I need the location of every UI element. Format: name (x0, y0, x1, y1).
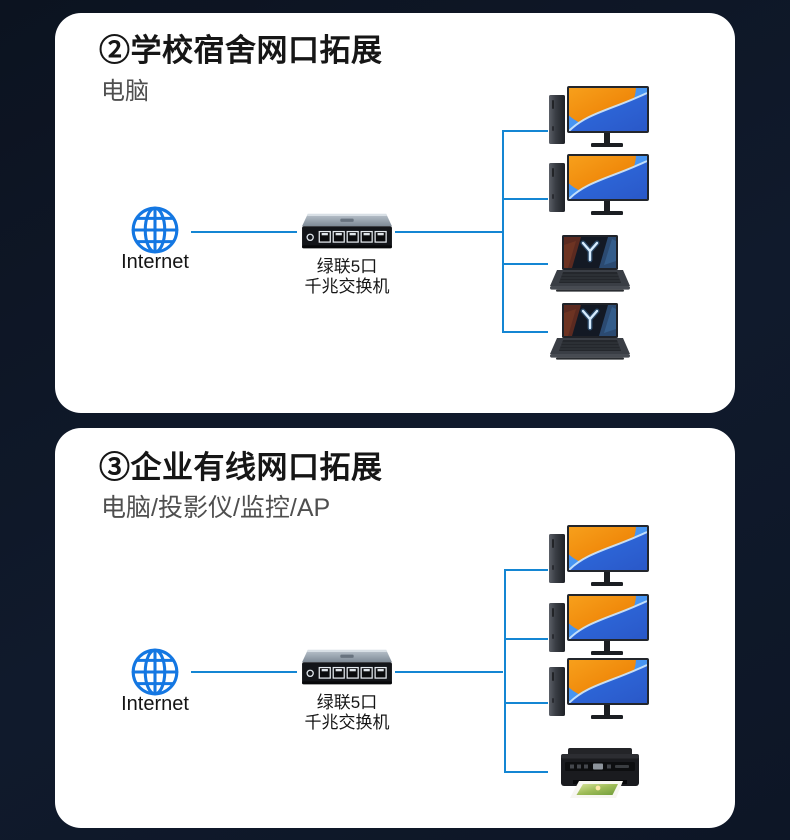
connector-branch-line (506, 638, 548, 640)
connector-branch-line (504, 198, 548, 200)
section-title: ②学校宿舍网口拓展 (99, 33, 383, 68)
internet-globe-icon (129, 646, 181, 698)
internet-globe-icon (129, 204, 181, 256)
connector-branch-line (506, 771, 548, 773)
desktop-computer-image (549, 658, 649, 722)
connector-line-switch-trunk (395, 231, 503, 233)
printer-image (555, 748, 645, 800)
switch-label-line2: 千兆交换机 (304, 277, 390, 296)
section-subtitle: 电脑 (101, 78, 149, 105)
network-switch-image (299, 211, 395, 255)
connector-trunk-line (502, 130, 504, 333)
desktop-computer-image (549, 594, 649, 658)
internet-label: Internet (121, 251, 189, 273)
desktop-computer-image (549, 525, 649, 589)
connector-line-internet-switch (191, 671, 297, 673)
internet-label: Internet (121, 693, 189, 715)
section-subtitle: 电脑/投影仪/监控/AP (101, 494, 331, 522)
section-title: ③企业有线网口拓展 (99, 450, 383, 485)
gaming-laptop-image (550, 235, 630, 293)
connector-trunk-line (504, 569, 506, 773)
switch-label: 绿联5口 千兆交换机 (287, 693, 407, 733)
connector-branch-line (506, 702, 548, 704)
section-dorm-network-expansion: ②学校宿舍网口拓展 电脑 Internet 绿联5口 千兆交换机 (55, 13, 735, 413)
switch-label-line2: 千兆交换机 (304, 713, 390, 732)
desktop-computer-image (549, 154, 649, 218)
switch-label-line1: 绿联5口 (316, 693, 378, 712)
switch-label-line1: 绿联5口 (316, 257, 378, 276)
gaming-laptop-image (550, 303, 630, 361)
connector-branch-line (504, 263, 548, 265)
connector-branch-line (504, 331, 548, 333)
switch-label: 绿联5口 千兆交换机 (287, 257, 407, 297)
network-switch-image (299, 647, 395, 691)
connector-line-switch-trunk (395, 671, 503, 673)
connector-branch-line (506, 569, 548, 571)
connector-branch-line (504, 130, 548, 132)
section-enterprise-network-expansion: ③企业有线网口拓展 电脑/投影仪/监控/AP Internet 绿联5口 千兆交… (55, 428, 735, 828)
desktop-computer-image (549, 86, 649, 150)
connector-line-internet-switch (191, 231, 297, 233)
